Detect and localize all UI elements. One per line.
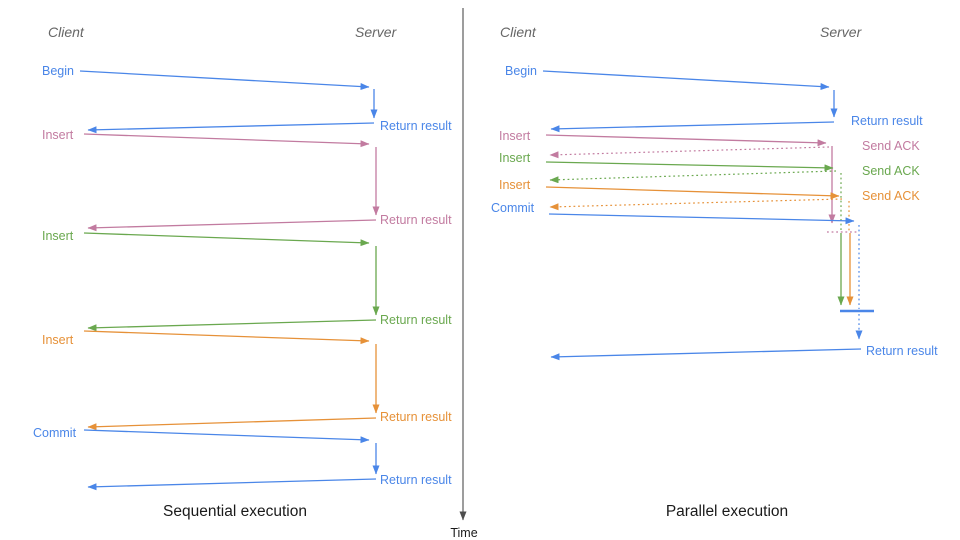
seq-begin-label: Begin bbox=[42, 64, 74, 78]
seq-commit-return-label: Return result bbox=[380, 473, 452, 487]
seq-step-commit: Commit Return result bbox=[33, 426, 452, 491]
par-insert3-ack-label: Send ACK bbox=[862, 189, 920, 203]
par-step-insert-2: Insert Send ACK bbox=[499, 151, 920, 306]
seq-insert1-return-label: Return result bbox=[380, 213, 452, 227]
par-commit-send-arrow bbox=[548, 213, 855, 225]
seq-insert2-label: Insert bbox=[42, 229, 74, 243]
seq-insert3-send-arrow bbox=[83, 330, 370, 345]
par-final-return-arrow bbox=[550, 348, 862, 361]
par-begin-send-arrow bbox=[542, 70, 830, 91]
sequential-execution-title: Sequential execution bbox=[163, 503, 307, 520]
par-final-return-label: Return result bbox=[866, 344, 938, 358]
par-server-header: Server bbox=[820, 24, 863, 40]
seq-begin-return-arrow bbox=[87, 122, 375, 134]
panel-parallel: Client Server Begin Return result Insert… bbox=[491, 24, 938, 520]
panel-sequential: Client Server Begin Return result Insert… bbox=[33, 24, 452, 520]
time-axis: Time bbox=[450, 8, 478, 540]
par-step-begin: Begin Return result bbox=[505, 64, 923, 133]
par-insert2-label: Insert bbox=[499, 151, 531, 165]
par-step-commit: Commit Return result bbox=[491, 201, 938, 361]
seq-insert3-label: Insert bbox=[42, 333, 74, 347]
par-step-insert-1: Insert Send ACK bbox=[499, 129, 920, 224]
par-insert1-ack-label: Send ACK bbox=[862, 139, 920, 153]
seq-commit-return-arrow bbox=[87, 478, 377, 491]
seq-begin-return-label: Return result bbox=[380, 119, 452, 133]
seq-insert1-send-arrow bbox=[83, 133, 370, 148]
par-begin-label: Begin bbox=[505, 64, 537, 78]
par-insert1-ack-arrow bbox=[549, 146, 830, 159]
seq-insert3-return-arrow bbox=[87, 417, 377, 431]
seq-insert3-return-label: Return result bbox=[380, 410, 452, 424]
seq-insert2-return-label: Return result bbox=[380, 313, 452, 327]
par-step-insert-3: Insert Send ACK bbox=[499, 178, 920, 306]
par-insert3-label: Insert bbox=[499, 178, 531, 192]
seq-insert1-label: Insert bbox=[42, 128, 74, 142]
par-commit-label: Commit bbox=[491, 201, 535, 215]
time-axis-label: Time bbox=[450, 526, 477, 540]
par-insert3-ack-arrow bbox=[549, 198, 843, 211]
par-insert1-send-arrow bbox=[545, 134, 827, 147]
seq-insert2-return-arrow bbox=[87, 319, 377, 332]
parallel-execution-title: Parallel execution bbox=[666, 503, 788, 520]
seq-insert1-return-arrow bbox=[87, 219, 377, 232]
seq-server-header: Server bbox=[355, 24, 398, 40]
seq-step-insert-1: Insert Return result bbox=[42, 128, 452, 232]
seq-step-begin: Begin Return result bbox=[42, 64, 452, 134]
seq-client-header: Client bbox=[48, 24, 85, 40]
par-client-header: Client bbox=[500, 24, 537, 40]
seq-insert2-send-arrow bbox=[83, 232, 370, 247]
seq-commit-label: Commit bbox=[33, 426, 77, 440]
seq-commit-send-arrow bbox=[83, 429, 370, 444]
par-insert2-ack-arrow bbox=[549, 170, 837, 184]
par-begin-return-label: Return result bbox=[851, 114, 923, 128]
par-insert2-send-arrow bbox=[545, 161, 834, 172]
par-insert1-label: Insert bbox=[499, 129, 531, 143]
par-begin-return-arrow bbox=[550, 121, 835, 133]
par-insert3-send-arrow bbox=[545, 186, 840, 200]
seq-begin-send-arrow bbox=[79, 70, 370, 91]
seq-step-insert-3: Insert Return result bbox=[42, 330, 452, 431]
par-insert2-ack-label: Send ACK bbox=[862, 164, 920, 178]
seq-step-insert-2: Insert Return result bbox=[42, 229, 452, 332]
